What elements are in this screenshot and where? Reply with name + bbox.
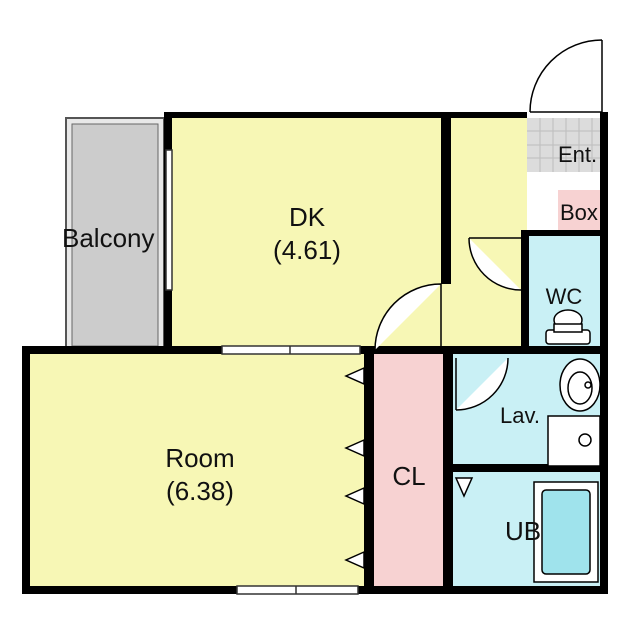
lav-label: Lav. — [500, 403, 540, 428]
closet-area — [372, 353, 447, 588]
lav-door-swing — [455, 357, 509, 411]
dk-door-swing — [374, 283, 442, 351]
balcony-floor — [71, 123, 159, 347]
ent-label: Ent. — [558, 142, 597, 167]
toilet-icon — [545, 309, 591, 345]
wc-label: WC — [546, 284, 583, 309]
room-area-text: (6.38) — [166, 476, 234, 506]
walls — [22, 112, 608, 594]
washer-pan-icon — [547, 415, 601, 467]
entrance-door-swing — [529, 39, 603, 113]
closet-door-marks — [344, 366, 474, 570]
room-label: Room — [165, 443, 234, 473]
wc-door-swing — [468, 237, 522, 291]
room-area — [28, 353, 368, 588]
entrance-tile-floor — [527, 118, 602, 172]
doors — [374, 39, 603, 411]
shoe-box-area — [558, 190, 608, 230]
cl-label: CL — [392, 461, 425, 491]
dk-label: DK — [289, 202, 326, 232]
box-label: Box — [560, 200, 598, 225]
dk-area-text: (4.61) — [273, 235, 341, 265]
ub-label: UB — [505, 516, 541, 546]
bathtub-icon — [533, 481, 599, 583]
windows — [165, 149, 361, 595]
hall-area — [447, 118, 527, 350]
balcony-label: Balcony — [62, 223, 155, 253]
sink-icon — [559, 358, 601, 412]
